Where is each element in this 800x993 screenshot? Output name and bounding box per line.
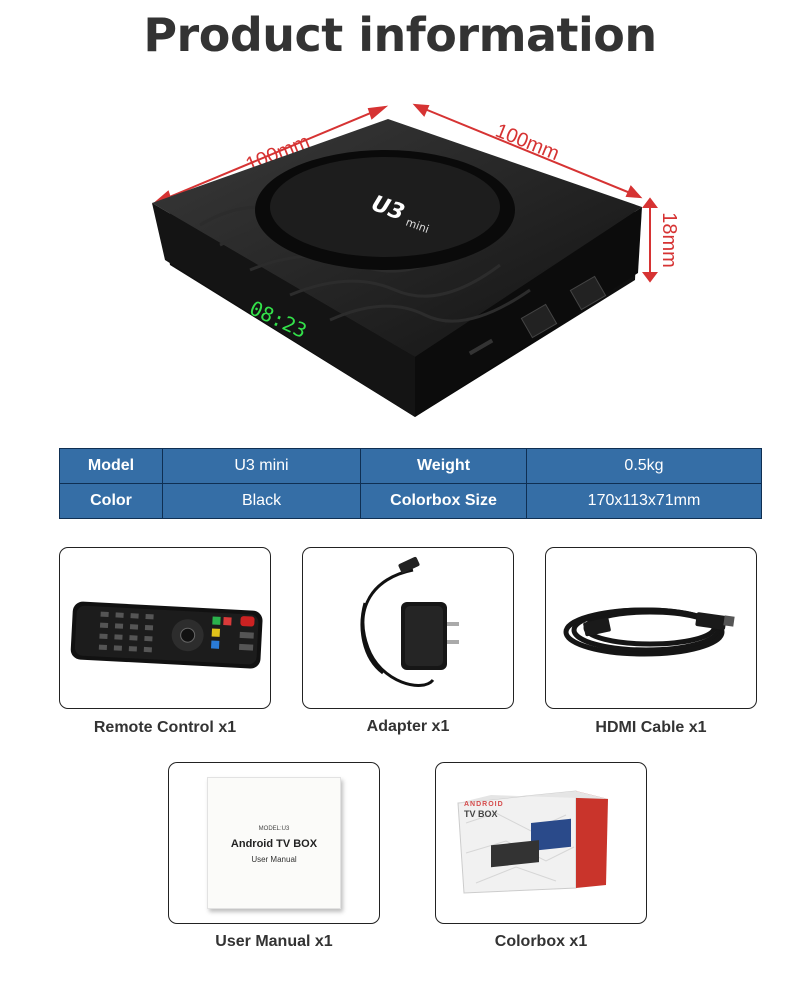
page-title: Product information — [143, 8, 657, 62]
spec-value: 170x113x71mm — [526, 483, 762, 519]
remote-control-card — [59, 547, 271, 709]
accessory-label: Remote Control x1 — [93, 719, 237, 736]
dimension-height — [642, 197, 658, 283]
spec-key: Weight — [360, 448, 527, 484]
colorbox-card: ANDROID TV BOX — [435, 762, 647, 924]
hdmi-cable-image — [563, 607, 735, 657]
accessory-label: User Manual x1 — [215, 933, 333, 950]
accessory-label: Colorbox x1 — [494, 933, 588, 950]
user-manual-card: MODEL:U3 Android TV BOX User Manual — [168, 762, 380, 924]
spec-key: Model — [59, 448, 163, 484]
table-row: Model U3 mini Weight 0.5kg — [59, 448, 762, 484]
manual-booklet: MODEL:U3 Android TV BOX User Manual — [207, 777, 341, 909]
spec-key: Color — [59, 483, 163, 519]
adapter-image — [360, 556, 459, 687]
adapter-card — [302, 547, 514, 709]
manual-title: Android TV BOX — [230, 838, 318, 850]
dim-height-label: 18mm — [658, 212, 680, 268]
dimension-depth — [412, 103, 643, 199]
hdmi-cable-card — [545, 547, 757, 709]
manual-subtitle: User Manual — [251, 855, 297, 864]
accessory-label: HDMI Cable x1 — [595, 719, 707, 736]
dim-depth-label: 100mm — [492, 120, 562, 165]
accessory-label: Adapter x1 — [366, 718, 450, 735]
manual-model: MODEL:U3 — [258, 826, 290, 832]
specs-table: Model U3 mini Weight 0.5kg Color Black C… — [59, 448, 762, 519]
table-row: Color Black Colorbox Size 170x113x71mm — [59, 483, 762, 519]
spec-value: Black — [162, 483, 361, 519]
spec-value: U3 mini — [162, 448, 361, 484]
colorbox-brand: ANDROID — [464, 801, 504, 808]
remote-control-image — [70, 601, 263, 669]
colorbox-image — [457, 790, 608, 894]
spec-value: 0.5kg — [526, 448, 762, 484]
product-image: 100mm 100mm 18mm U3 mini 08:23 — [151, 103, 680, 417]
colorbox-line: TV BOX — [464, 809, 498, 819]
spec-key: Colorbox Size — [360, 483, 527, 519]
